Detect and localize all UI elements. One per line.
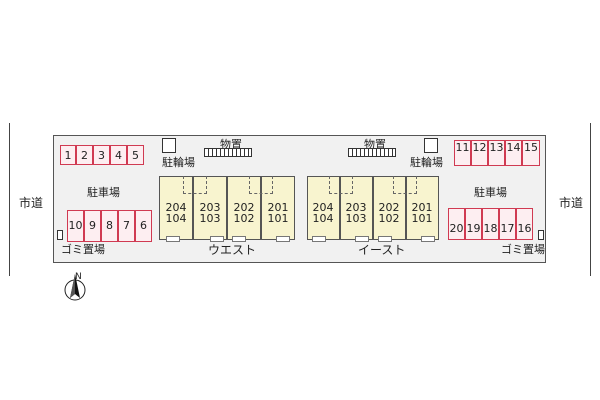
unit-number-upper: 203 [345,201,367,214]
unit-number-upper: 203 [199,201,221,214]
entrance-step [355,236,369,242]
compass: N [60,270,90,302]
parking-label-right: 駐車場 [474,186,507,199]
parking-stall: 13 [488,140,505,166]
parking-stall: 5 [127,145,144,165]
entrance-step [378,236,392,242]
unit-number-lower: 101 [411,212,433,225]
apartment-unit [307,176,340,240]
parking-stall: 11 [454,140,471,166]
parking-label-left: 駐車場 [87,186,120,199]
parking-stall: 1 [60,145,76,165]
unit-number-upper: 201 [267,201,289,214]
unit-number-upper: 202 [378,201,400,214]
unit-number-upper: 204 [312,201,334,214]
garbage-label-left: ゴミ置場 [61,243,105,256]
bicycle-label-west: 駐輪場 [162,156,195,169]
apartment-unit [159,176,193,240]
entrance-step [312,236,326,242]
parking-stall: 2 [76,145,93,165]
parking-stall: 19 [465,208,482,240]
building-name-east: イースト [358,243,406,257]
garbage-bin-right [538,230,544,240]
storage-label-west: 物置 [220,138,242,151]
storage-label-east: 物置 [364,138,386,151]
garbage-label-right: ゴミ置場 [501,243,545,256]
road-edge-left [9,123,10,276]
entrance-step [232,236,246,242]
unit-number-lower: 101 [267,212,289,225]
storage-rack-west [204,148,252,157]
garbage-bin-left [57,230,63,240]
unit-number-lower: 104 [165,212,187,225]
road-edge-right [590,123,591,276]
unit-number-lower: 102 [233,212,255,225]
parking-stall: 4 [110,145,127,165]
stair-west-1 [183,176,207,194]
unit-number-lower: 104 [312,212,334,225]
apartment-unit [227,176,261,240]
apartment-unit [193,176,227,240]
bicycle-label-east: 駐輪場 [410,156,443,169]
compass-north-arrow-icon [64,274,86,301]
unit-number-upper: 201 [411,201,433,214]
parking-stall: 12 [471,140,488,166]
parking-stall: 20 [448,208,465,240]
unit-number-lower: 103 [199,212,221,225]
entrance-step [166,236,180,242]
road-label-right: 市道 [559,196,584,210]
parking-stall: 17 [499,208,516,240]
building-name-west: ウエスト [208,243,257,257]
road-label-left: 市道 [19,196,44,210]
parking-stall: 16 [516,208,533,240]
entrance-step [276,236,290,242]
parking-stall: 18 [482,208,499,240]
parking-stall: 15 [522,140,540,166]
unit-number-lower: 103 [345,212,367,225]
bicycle-shed-west [162,138,176,153]
apartment-unit [340,176,373,240]
unit-number-upper: 202 [233,201,255,214]
parking-stall: 6 [135,210,152,242]
entrance-step [210,236,224,242]
parking-stall: 7 [118,210,135,242]
stair-east-1 [329,176,353,194]
apartment-unit [261,176,295,240]
bicycle-shed-east [424,138,438,153]
parking-stall: 10 [67,210,84,242]
parking-stall: 14 [505,140,522,166]
compass-label: N [75,272,82,282]
stair-east-2 [393,176,417,194]
stair-west-2 [249,176,273,194]
parking-stall: 3 [93,145,110,165]
unit-number-upper: 204 [165,201,187,214]
unit-number-lower: 102 [378,212,400,225]
storage-rack-east [348,148,396,157]
entrance-step [421,236,435,242]
parking-stall: 9 [84,210,101,242]
parking-stall: 8 [101,210,118,242]
